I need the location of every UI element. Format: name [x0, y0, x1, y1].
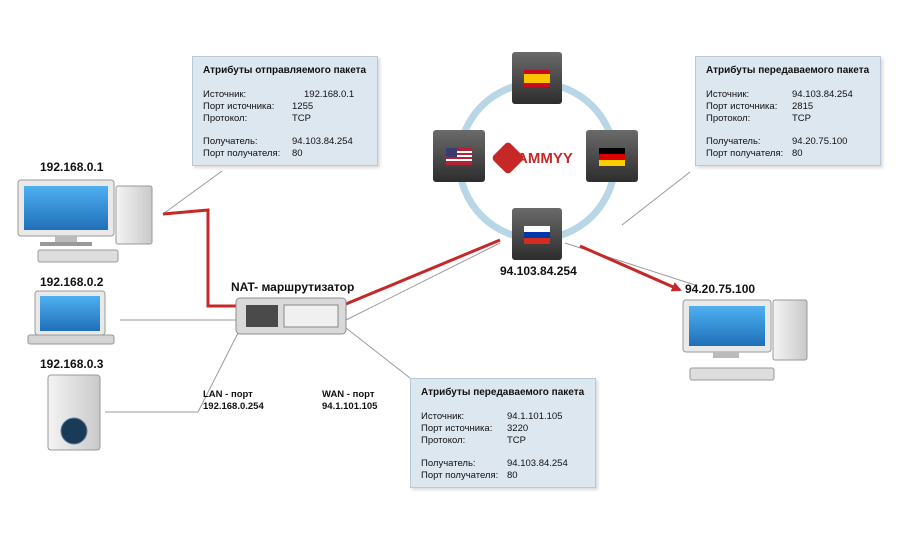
src-key: Источник:: [421, 411, 465, 422]
wan-port-title: WAN - порт: [322, 389, 375, 400]
svg-text:AMMYY: AMMYY: [517, 150, 573, 167]
attr-box-title: Атрибуты передаваемого пакета: [421, 387, 585, 398]
attr-box-title: Атрибуты отправляемого пакета: [203, 65, 367, 76]
src-key: Источник:: [203, 89, 247, 100]
dst-value: 94.103.84.254: [292, 136, 353, 147]
server-russia: [512, 208, 562, 260]
src-value: 94.1.101.105: [507, 411, 563, 422]
proto-value: TCP: [292, 113, 311, 124]
packet-path: [162, 208, 682, 308]
sport-key: Порт источника:: [421, 423, 493, 434]
host-label-pc1: 192.168.0.1: [40, 160, 104, 174]
wan-port-ip: 94.1.101.105: [322, 401, 378, 412]
src-value: 94.103.84.254: [792, 89, 853, 100]
connector-lines: [105, 170, 696, 413]
laptop-2: [27, 290, 115, 345]
dport-value: 80: [792, 148, 803, 159]
dport-key: Порт получателя:: [421, 470, 499, 481]
dport-key: Порт получателя:: [706, 148, 784, 159]
attr-box-wan: Атрибуты передаваемого пакета Источник: 9…: [410, 378, 596, 488]
sport-key: Порт источника:: [706, 101, 778, 112]
server-spain: [512, 52, 562, 104]
wan-port-label: WAN - порт 94.1.101.105: [322, 389, 377, 413]
proto-value: TCP: [792, 113, 811, 124]
host-label-destination: 94.20.75.100: [685, 282, 756, 296]
dport-key: Порт получателя:: [203, 148, 281, 159]
server-germany: [586, 130, 638, 182]
destination-computer: [682, 299, 808, 381]
sport-value: 3220: [507, 423, 529, 434]
sport-value: 2815: [792, 101, 814, 112]
dst-key: Получатель:: [203, 136, 258, 147]
proto-key: Протокол:: [706, 113, 751, 124]
attr-box-title: Атрибуты передаваемого пакета: [706, 65, 870, 76]
proto-key: Протокол:: [203, 113, 248, 124]
ammyy-logo: AMMYY: [492, 142, 573, 174]
computer-1: [17, 179, 153, 263]
host-label-server: 94.103.84.254: [500, 264, 577, 278]
dport-value: 80: [507, 470, 518, 481]
lan-port-ip: 192.168.0.254: [203, 401, 264, 412]
src-key: Источник:: [706, 89, 750, 100]
server-usa: [433, 130, 485, 182]
proto-key: Протокол:: [421, 435, 466, 446]
nat-router: [235, 297, 347, 335]
lan-port-title: LAN - порт: [203, 389, 253, 400]
attr-box-relay: Атрибуты передаваемого пакета Источник: 9…: [695, 56, 881, 166]
host-label-pc3: 192.168.0.3: [40, 357, 104, 371]
lan-port-label: LAN - порт 192.168.0.254: [203, 389, 264, 413]
dst-value: 94.103.84.254: [507, 458, 568, 469]
src-value: 192.168.0.1: [304, 89, 355, 100]
host-label-pc2: 192.168.0.2: [40, 275, 104, 289]
dst-key: Получатель:: [421, 458, 476, 469]
tower-3: [47, 374, 101, 451]
dst-value: 94.20.75.100: [792, 136, 848, 147]
sport-value: 1255: [292, 101, 314, 112]
dport-value: 80: [292, 148, 303, 159]
dst-key: Получатель:: [706, 136, 761, 147]
attr-box-sent: Атрибуты отправляемого пакета Источник: 1…: [192, 56, 378, 166]
sport-key: Порт источника:: [203, 101, 275, 112]
proto-value: TCP: [507, 435, 526, 446]
router-title: NAT- маршрутизатор: [231, 280, 355, 294]
